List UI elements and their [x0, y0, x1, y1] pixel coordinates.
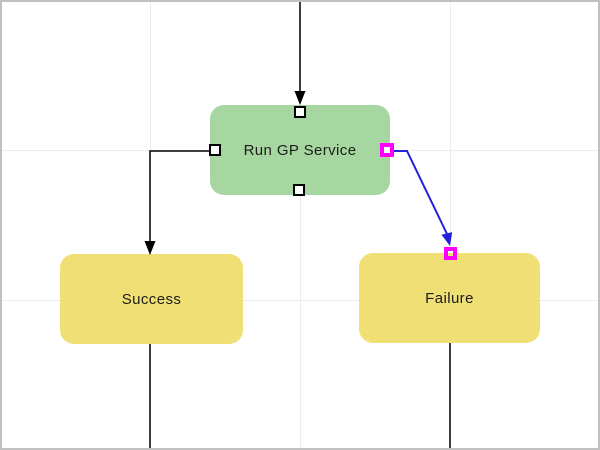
link-incoming-top[interactable]: [294, 0, 306, 105]
arrowhead-icon: [144, 241, 156, 255]
node-label: Failure: [425, 289, 474, 307]
link-target-handle-failure[interactable]: [444, 247, 457, 260]
link-line[interactable]: [149, 150, 210, 242]
node-failure[interactable]: Failure: [359, 253, 540, 343]
arrowhead-icon: [441, 232, 453, 246]
port-handle-top[interactable]: [294, 106, 306, 118]
port-handle-left[interactable]: [209, 144, 221, 156]
port-handle-right-selected[interactable]: [380, 143, 394, 157]
port-handle-bottom[interactable]: [293, 184, 305, 196]
node-run-gp-service[interactable]: Run GP Service: [210, 105, 390, 195]
node-label: Run GP Service: [243, 141, 357, 159]
link-to-failure-selected[interactable]: [394, 150, 453, 246]
link-to-success[interactable]: [144, 150, 211, 255]
link-line[interactable]: [394, 150, 450, 243]
node-success[interactable]: Success: [60, 254, 243, 344]
arrowhead-icon: [294, 91, 306, 105]
node-label: Success: [121, 290, 182, 308]
